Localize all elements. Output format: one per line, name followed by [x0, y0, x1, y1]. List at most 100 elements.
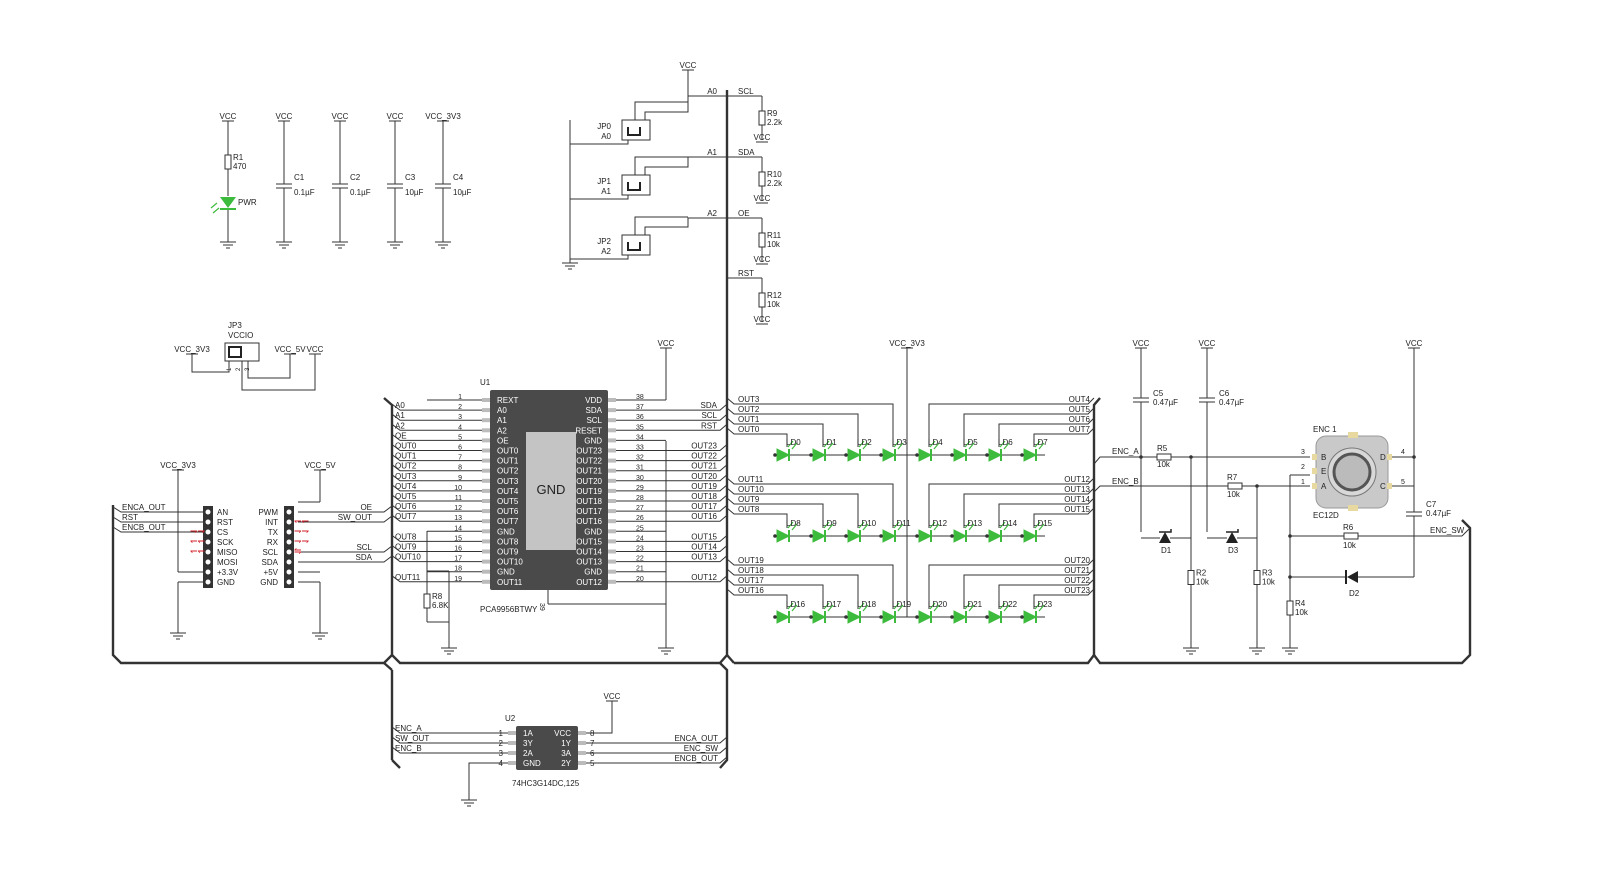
- cap-rail-label: VCC: [276, 112, 293, 121]
- led-ref: LD22: [998, 600, 1018, 609]
- mikrobus-pin-label: MISO: [217, 548, 237, 557]
- wire: [391, 413, 427, 421]
- u1-pin-name: OUT7: [497, 517, 519, 526]
- junction-dot: [809, 615, 813, 619]
- u1-pin-name: VDD: [585, 396, 602, 405]
- u1-pin-number: 14: [454, 525, 462, 532]
- wire: [634, 216, 688, 235]
- wire: [726, 497, 824, 528]
- d1-diode: [1159, 529, 1172, 543]
- header-pin: [205, 579, 211, 585]
- wire: [391, 736, 508, 744]
- mikrobus-pin-label: TX: [268, 528, 279, 537]
- wire: [666, 535, 728, 542]
- mikrobus-pin-label: RST: [217, 518, 233, 527]
- cap-rail-label: VCC: [332, 112, 349, 121]
- u1-pin-number: 24: [636, 535, 644, 542]
- u1-pin-name: A0: [497, 406, 507, 415]
- u2-pin-number: 5: [590, 759, 595, 768]
- led-ld12: [918, 521, 940, 543]
- bus-net-label: OUT4: [395, 482, 417, 491]
- u1-pin: [608, 579, 616, 584]
- wire: [391, 433, 427, 441]
- wire: [391, 454, 427, 462]
- led-ref: LD15: [1033, 519, 1053, 528]
- encoder-pin-number: 2: [1301, 464, 1305, 471]
- bus-bottom: [391, 654, 720, 665]
- encoder-pin-number: 5: [1401, 479, 1405, 486]
- vcc-label: VCC: [754, 255, 771, 264]
- wire: [391, 484, 427, 492]
- junction-dot: [985, 534, 989, 538]
- led-emission-arrows: [999, 602, 1010, 612]
- wire: [391, 514, 427, 522]
- bus-net-label: ENCB_OUT: [674, 754, 718, 763]
- u1-pin-number: 16: [454, 546, 462, 553]
- u1-pin-name: OUT3: [497, 477, 519, 486]
- u1-pin-name: OE: [497, 436, 509, 445]
- bus-net-label: OUT23: [691, 442, 717, 451]
- wire: [963, 568, 1095, 609]
- junction-dot: [773, 615, 777, 619]
- u1-pin-name: OUT14: [576, 548, 602, 557]
- led-emission-arrows: [929, 521, 940, 531]
- encoder-pin-number: 1: [1301, 479, 1305, 486]
- pullup-r10: [758, 171, 766, 187]
- u1-pin: [482, 408, 490, 413]
- junction-dot: [985, 615, 989, 619]
- wire: [1033, 507, 1095, 528]
- wire: [726, 568, 859, 609]
- bus-net-label: OUT2: [395, 462, 417, 471]
- led-ld14: [988, 521, 1010, 543]
- led-emission-arrows: [787, 521, 798, 531]
- led-emission-arrows: [858, 521, 869, 531]
- led-emission-arrows: [787, 602, 798, 612]
- led-ref: LD11: [892, 519, 911, 528]
- direction-arrow-icon: ↽↽: [190, 546, 206, 556]
- mikrobus-pin-label: SCK: [217, 538, 234, 547]
- diode-ref: D3: [1228, 546, 1239, 555]
- pwr-led-label: PWR: [238, 198, 257, 207]
- bus-net-label: OUT11: [395, 573, 421, 582]
- jp3-pin-number: 2: [236, 367, 242, 371]
- mikrobus-pin-label: MOSI: [217, 558, 237, 567]
- bus-net-label: OUT5: [1069, 405, 1091, 414]
- diode-body: [1226, 532, 1238, 543]
- cap-ref: C1: [294, 173, 305, 182]
- u1-pin-number: 15: [454, 535, 462, 542]
- u1-pin-number: 10: [454, 485, 462, 492]
- u1-pin: [482, 539, 490, 544]
- wire: [726, 588, 788, 609]
- junction-dot: [1189, 455, 1193, 459]
- junction-dot: [950, 453, 954, 457]
- wire: [726, 558, 894, 609]
- led-ld1: [812, 440, 834, 462]
- u1-pin-number: 33: [636, 445, 644, 452]
- diode-ref: D1: [1161, 546, 1172, 555]
- u1-pin-name: OUT19: [576, 487, 602, 496]
- u2-pin-name: GND: [523, 759, 541, 768]
- led-ld15: [1023, 521, 1045, 543]
- led-body: [1023, 610, 1038, 624]
- led-ref: LD8: [786, 519, 801, 528]
- u1-pin: [482, 418, 490, 423]
- bus-vertical: [1092, 397, 1101, 655]
- led-ref: LD17: [822, 600, 842, 609]
- encoder-pin-letter: E: [1321, 467, 1326, 476]
- resistor-ref: R8: [432, 592, 443, 601]
- led-ref: LD2: [857, 438, 872, 447]
- led-ref: LD20: [928, 600, 948, 609]
- led-emission-arrows: [893, 440, 904, 450]
- u1-pin: [608, 488, 616, 493]
- u1-pin: [608, 458, 616, 463]
- led-ref: LD0: [786, 438, 801, 447]
- u1-pin-name: A2: [497, 426, 507, 435]
- wire: [726, 578, 824, 609]
- bus-net-label: OUT10: [738, 485, 764, 494]
- vcc-label: VCC: [658, 339, 675, 348]
- led-body: [776, 448, 791, 462]
- wire: [963, 487, 1095, 528]
- u1-pin-number: 37: [636, 404, 644, 411]
- wire: [928, 397, 1095, 447]
- bus-net-label: OUT15: [1064, 505, 1090, 514]
